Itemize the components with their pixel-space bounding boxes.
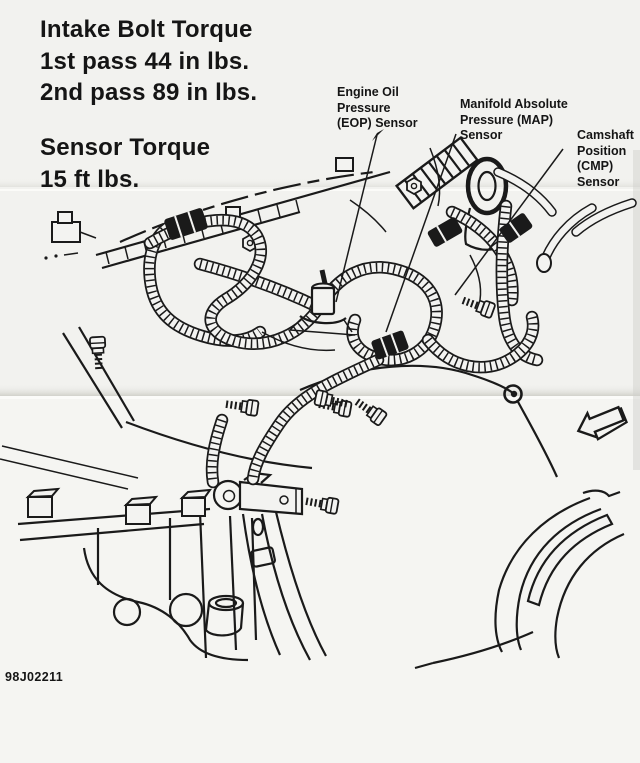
map-sensor-label: Manifold Absolute Pressure (MAP) Sensor [460, 97, 568, 144]
note-line: Sensor Torque [40, 134, 211, 161]
smooth-hoses [493, 167, 637, 273]
cmp-sensor-label: Camshaft Position (CMP) Sensor [577, 128, 634, 190]
note-line: 2nd pass 89 in lbs. [40, 79, 258, 106]
mounting-bosses [25, 487, 213, 525]
callout-line: (EOP) Sensor [337, 116, 418, 130]
scan-edge-shadow [633, 150, 640, 470]
note-line: 15 ft lbs. [40, 165, 140, 193]
callout-line: (CMP) [577, 159, 614, 173]
sensor-torque-note: Sensor Torque 15 ft lbs. [40, 132, 210, 195]
engine-block [17, 487, 327, 662]
note-line: 1st pass 44 in lbs. [40, 47, 250, 75]
lift-ring [465, 156, 509, 216]
wiring-harness [149, 206, 537, 482]
cmp-leader-line [454, 148, 564, 296]
callout-line: Position [577, 143, 627, 158]
rubber-grommet [503, 384, 523, 404]
callout-line: Engine Oil [337, 85, 399, 99]
eop-sensor [289, 269, 356, 336]
callout-line: Sensor [460, 128, 503, 142]
callout-line: Pressure (MAP) [460, 112, 554, 127]
map-leader-line [385, 133, 457, 333]
valve-cover [44, 157, 391, 270]
note-line: Intake Bolt Torque [40, 16, 253, 43]
intake-torque-note: Intake Bolt Torque 1st pass 44 in lbs. 2… [40, 14, 257, 109]
callout-line: Sensor [577, 174, 620, 189]
figure-number: 98J02211 [5, 670, 64, 684]
eop-sensor-label: Engine Oil Pressure (EOP) Sensor [337, 85, 418, 132]
bell-housing [414, 489, 625, 670]
eop-leader-line [335, 134, 378, 303]
harness-connectors [164, 208, 533, 360]
fold-crease-top [0, 178, 640, 187]
callout-line: Pressure [337, 100, 391, 115]
map-sensor-connector [371, 330, 409, 360]
callout-line: Manifold Absolute [460, 97, 568, 111]
lift-bracket [212, 471, 339, 514]
direction-arrow-icon [576, 405, 628, 441]
callout-leaders [335, 129, 564, 333]
callout-line: Camshaft [577, 128, 634, 142]
